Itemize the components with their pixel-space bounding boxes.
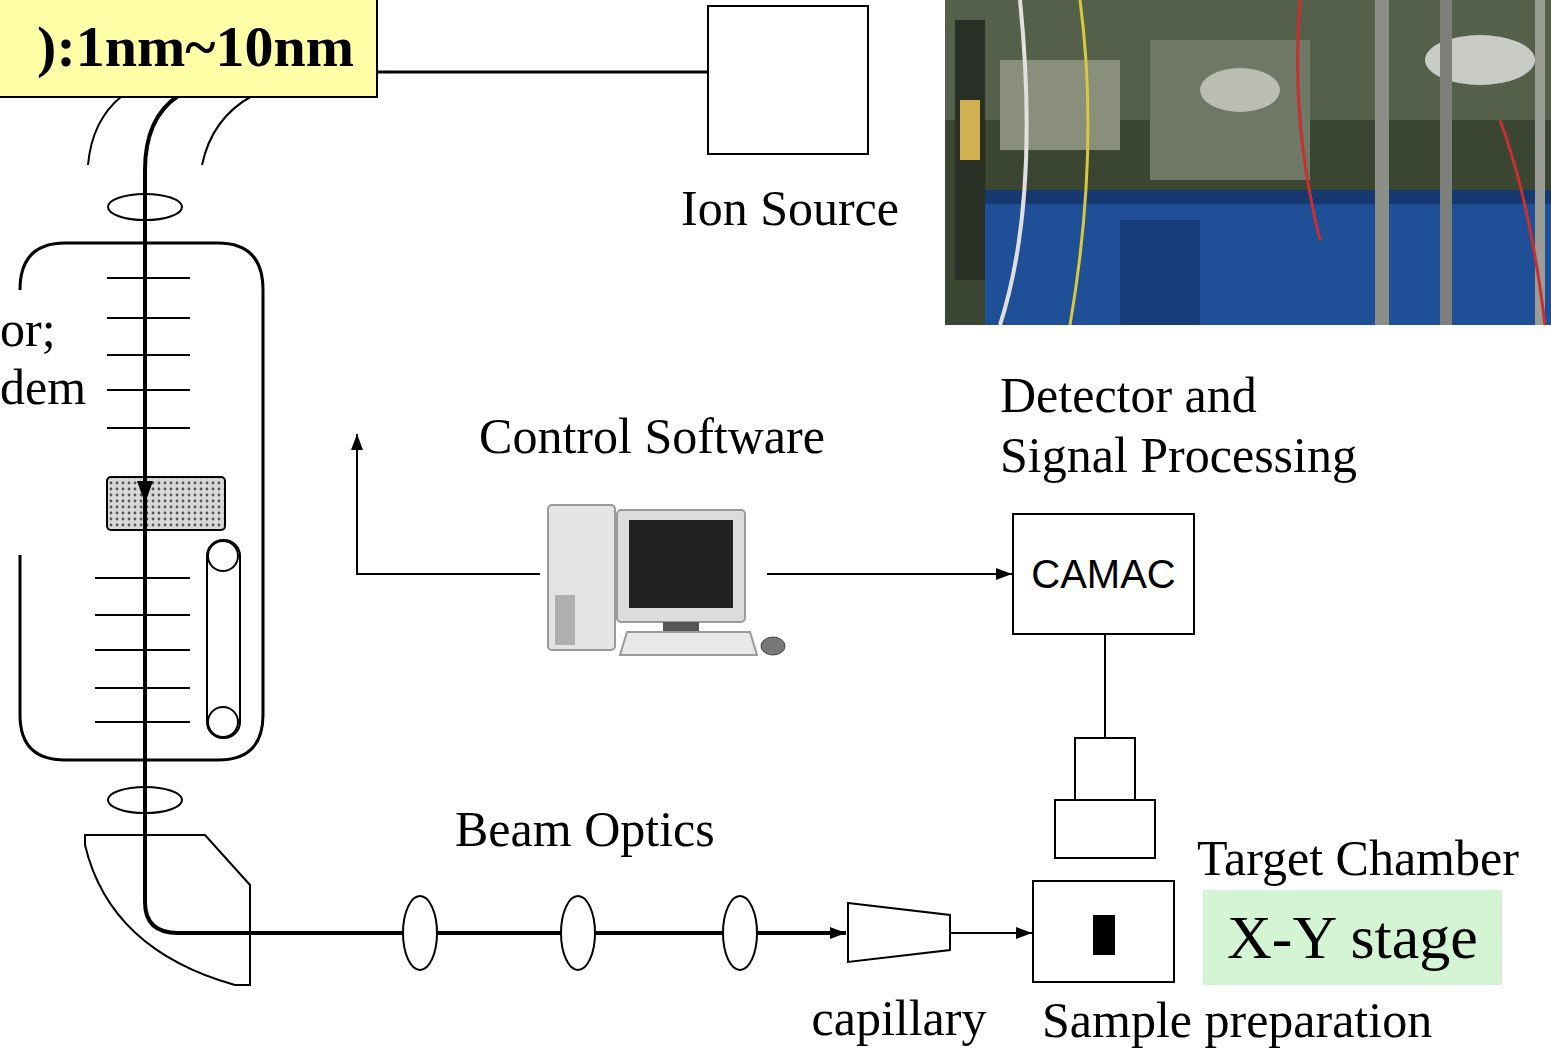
accelerator-label-part: or;: [0, 301, 56, 359]
art-part: [1500, 120, 1545, 325]
camac-box: CAMACDetector and Signal Processing: [1012, 513, 1195, 635]
node-inner: [1034, 882, 1173, 981]
art-part: [723, 896, 757, 970]
beam-optics-lenses: [403, 896, 757, 970]
target-chamber-box: Target ChamberSample preparation: [1032, 880, 1175, 983]
capillary-svg: [848, 903, 950, 962]
lab-photo: [945, 0, 1551, 325]
node-inner: [848, 903, 950, 962]
art-part: [88, 96, 122, 165]
art-part: [561, 896, 595, 970]
beam-optics-label: Beam Optics: [455, 801, 715, 859]
art-part: [202, 96, 252, 165]
art-part: [1000, 0, 1027, 325]
capillary-outline: [848, 903, 950, 962]
art-part: [1104, 635, 1106, 738]
connector: [767, 573, 1012, 575]
art-part: [985, 190, 1551, 325]
art-part: [960, 100, 980, 160]
art-part: [95, 578, 190, 722]
art-part: [207, 540, 240, 738]
sample-preparation-label: Sample preparation: [1042, 992, 1462, 1050]
art-part: [1070, 0, 1088, 325]
art-part: [1000, 60, 1120, 150]
node-inner: CAMAC: [1014, 515, 1193, 633]
beam-size-box: ):1nm~10nm: [0, 0, 378, 98]
art-part: [1375, 0, 1389, 325]
art-part: [985, 190, 1551, 204]
art-part: [955, 20, 985, 280]
capillary-label: capillary: [799, 990, 999, 1048]
art-part: [85, 835, 250, 985]
ion-source-label: Ion Source: [649, 180, 931, 238]
pc-tower: [548, 505, 615, 650]
pc-tower-front: [555, 595, 575, 645]
pc-stand: [663, 622, 699, 632]
pc-monitor: [617, 510, 745, 622]
art-part: [208, 541, 238, 571]
sample: [1093, 915, 1115, 955]
node-inner: [545, 500, 767, 658]
pc-mouse: [761, 637, 785, 655]
node-inner: X-Y stage: [1203, 890, 1502, 985]
art-part: [208, 707, 238, 737]
connector: [950, 932, 1032, 934]
computer-icon: Control Software: [545, 500, 767, 658]
art-part: [1075, 738, 1135, 800]
pc-screen: [629, 520, 733, 608]
art-part: [107, 278, 190, 428]
connector: [378, 71, 707, 74]
art-part: [107, 477, 225, 530]
camac-label: CAMAC: [1031, 551, 1175, 597]
xy-stage-label: X-Y stage: [1227, 902, 1478, 973]
capillary-shape: capillary: [848, 903, 950, 962]
art-part: [137, 481, 153, 503]
art-part: [1200, 68, 1280, 112]
target-chamber-label: Target Chamber: [1197, 830, 1551, 888]
xy-stage-box: X-Y stage: [1203, 890, 1502, 985]
art-part: [1120, 220, 1200, 325]
control-software-label: Control Software: [452, 408, 852, 466]
beam-size-text: ):1nm~10nm: [37, 14, 376, 81]
art-part: [403, 896, 437, 970]
art-part: [1150, 40, 1310, 180]
computer-svg: [545, 500, 767, 658]
accelerator-label-part: dem: [0, 359, 86, 417]
art-part: [20, 243, 263, 760]
art-part: [1440, 0, 1452, 325]
node-inner: [709, 7, 867, 153]
art-part: [945, 0, 1551, 325]
art-part: [1298, 0, 1321, 240]
detector-label: Detector and Signal Processing: [1000, 365, 1385, 485]
ion-source-box: Ion Source: [707, 5, 869, 155]
pc-keyboard: [620, 632, 757, 655]
art-part: [1055, 800, 1155, 858]
art-part: [1535, 0, 1545, 325]
detector: [1055, 635, 1155, 858]
node-inner: ):1nm~10nm: [0, 0, 376, 96]
